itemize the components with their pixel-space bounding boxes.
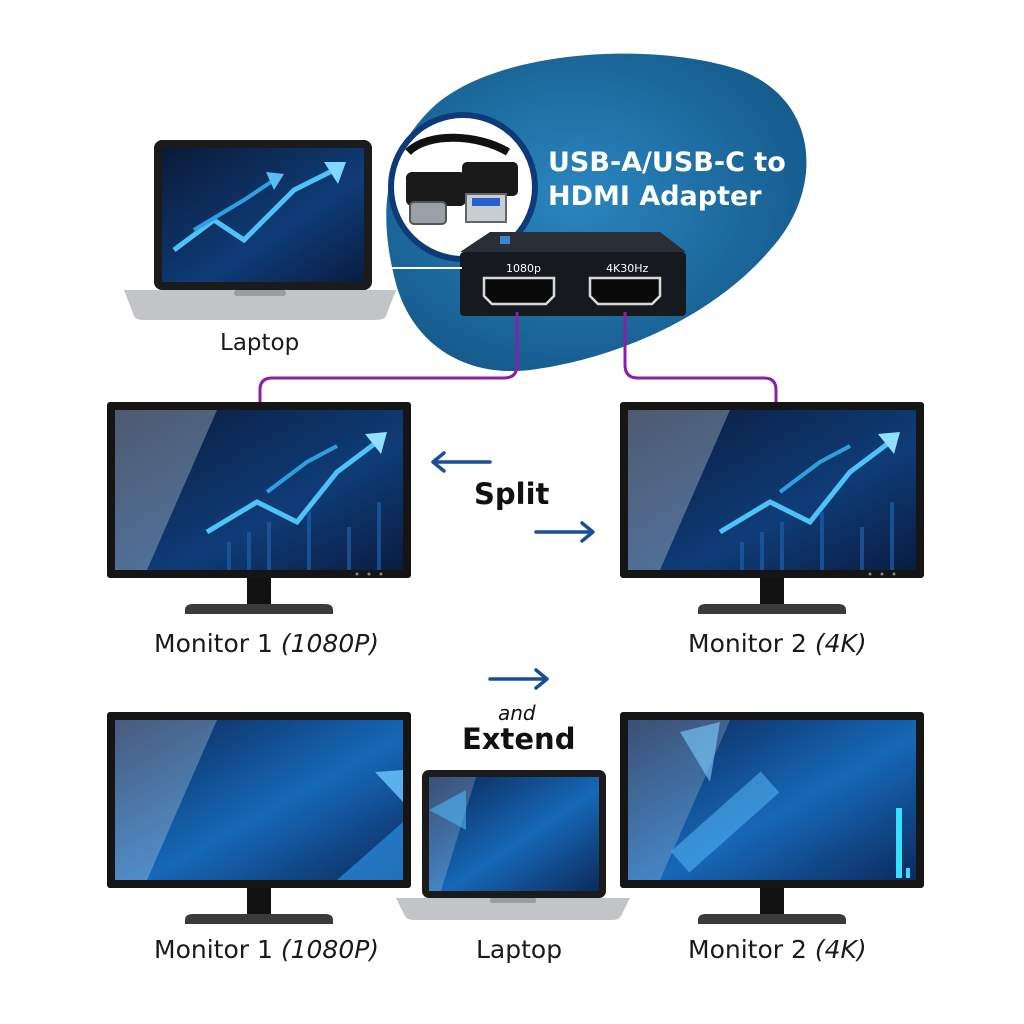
extend-monitor-2 <box>620 712 924 924</box>
split-word: Split <box>474 477 550 511</box>
usb-a-usb-c-cable-icon <box>388 112 538 262</box>
split-left-arrow-icon <box>431 451 492 473</box>
extend-monitor-1 <box>107 712 411 924</box>
extend-laptop <box>396 770 630 920</box>
extend-word: Extend <box>462 722 576 756</box>
port2-label: 4K30Hz <box>606 262 649 275</box>
split-monitor-2-label: Monitor 2 (4K) <box>688 629 867 658</box>
laptop-adapter-cable <box>372 267 462 269</box>
extend-monitor-1-label: Monitor 1 (1080P) <box>154 935 380 964</box>
hdmi-port-2-icon <box>588 276 662 306</box>
top-laptop-label: Laptop <box>220 330 300 356</box>
extend-right-arrow-icon <box>488 668 549 690</box>
adapter-title: USB-A/USB-C to HDMI Adapter <box>548 147 786 212</box>
extend-and-word: and <box>498 701 536 725</box>
split-monitor-1 <box>107 402 411 614</box>
hdmi-adapter-box: 1080p 4K30Hz <box>460 232 686 316</box>
top-laptop <box>124 140 396 320</box>
split-monitor-1-label: Monitor 1 (1080P) <box>154 629 380 658</box>
hdmi-port-1-icon <box>482 276 556 306</box>
port1-label: 1080p <box>506 262 541 275</box>
split-monitor-2 <box>620 402 924 614</box>
hdmi-cables <box>258 312 778 406</box>
split-right-arrow-icon <box>534 521 595 543</box>
extend-laptop-label: Laptop <box>476 935 563 964</box>
extend-monitor-2-label: Monitor 2 (4K) <box>688 935 867 964</box>
